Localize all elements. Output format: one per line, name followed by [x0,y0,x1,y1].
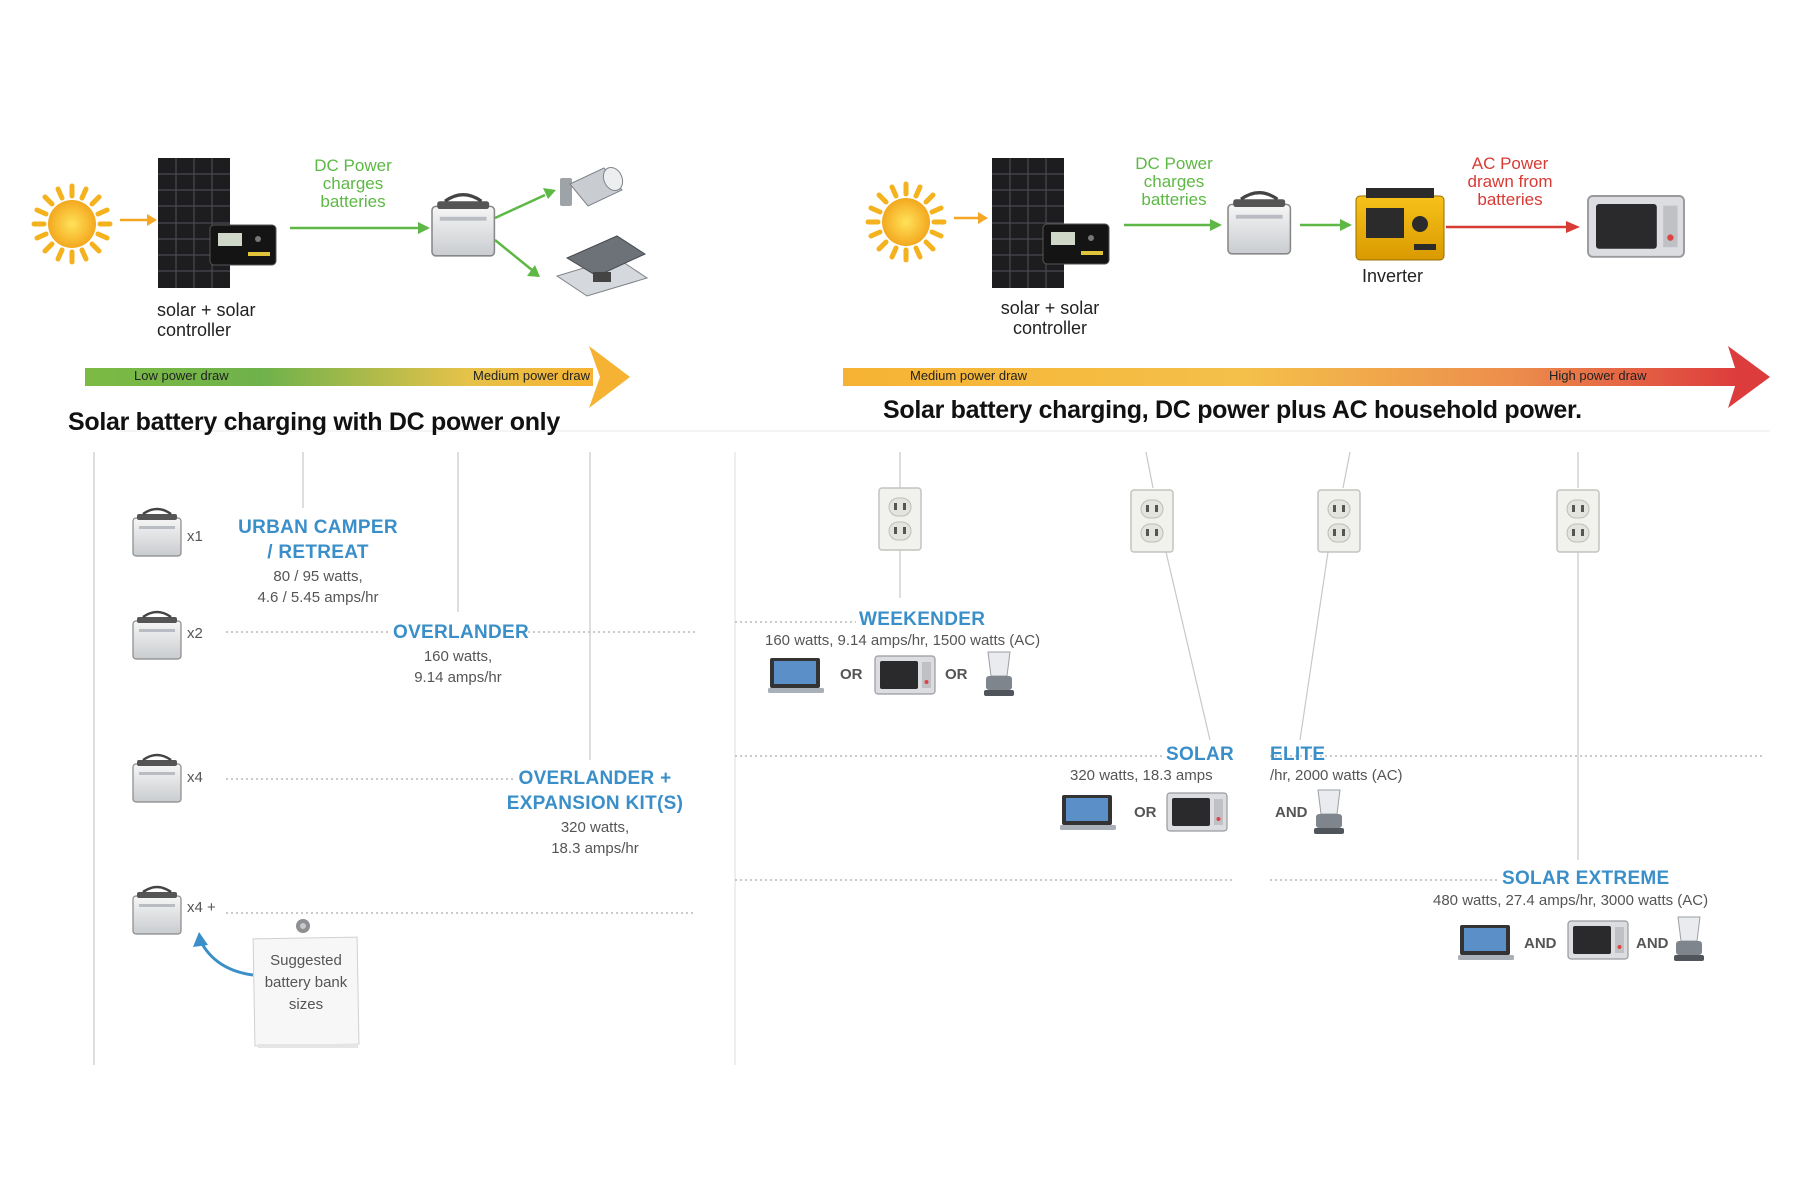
multiplier-x1: x1 [187,528,203,545]
multiplier-x4: x4 [187,769,203,786]
solar-extreme-and-2: AND [1636,935,1669,952]
battery-icon-x4plus [131,885,183,936]
outlet-icon-elite [1317,489,1361,553]
right-solar-panel-icon [991,157,1065,289]
elite-line-bottom [1299,551,1329,741]
battery-icon-x4 [131,753,183,804]
battery-icon-x2 [131,610,183,661]
blender-icon-extreme [1673,916,1705,962]
right-power-bar [843,346,1770,408]
left-power-bar [85,346,630,408]
left-solar-panel-icon [157,157,231,289]
note-arrow [198,939,254,977]
elite-name: ELITE [1270,744,1326,765]
right-solar-controller-icon [1042,223,1110,265]
solar-line-bottom [1165,551,1211,741]
outlet-icon-solar [1130,489,1174,553]
left-solar-controller-icon [209,224,277,266]
overlander-expansion-name: OVERLANDER + EXPANSION KIT(S) [506,768,684,814]
solar-name: SOLAR [1166,744,1234,765]
right-solar-caption: solar + solar controller [1000,298,1100,338]
elite-and: AND [1275,804,1308,821]
outlet-icon-extreme [1556,489,1600,553]
left-battery-icon [430,193,497,258]
weekender-specs: 160 watts, 9.14 amps/hr, 1500 watts (AC) [765,632,1041,649]
weekender-or-2: OR [945,666,968,683]
multiplier-x2: x2 [187,625,203,642]
microwave-icon-solar [1166,792,1228,832]
left-bar-medium-label: Medium power draw [473,368,591,383]
roof-vent-icon [555,235,649,297]
blender-icon-weekender [983,651,1015,697]
left-branch-arrow-down [494,239,533,271]
blender-icon-elite [1313,789,1345,835]
urban-camper-specs: 80 / 95 watts, 4.6 / 5.45 amps/hr [257,568,379,606]
right-sun-icon [868,184,944,260]
urban-camper-name: URBAN CAMPER / RETREAT [238,517,398,563]
left-panel-title: Solar battery charging with DC power onl… [68,408,560,436]
weekender-name: WEEKENDER [859,609,986,630]
right-dc-power-label: DC Power charges batteries [1135,154,1213,209]
note-text: Suggested battery bank sizes [264,952,348,1013]
outlet-icon-weekender [878,487,922,551]
microwave-icon-weekender [874,655,936,695]
pushpin-icon [296,919,310,933]
light-fixture-icon [560,166,624,207]
ac-power-label: AC Power drawn from batteries [1467,154,1553,209]
inverter-label: Inverter [1362,266,1424,286]
solar-specs: 320 watts, 18.3 amps [1070,767,1213,784]
weekender-or-1: OR [840,666,863,683]
battery-icon-x1 [131,507,183,558]
right-bar-high-label: High power draw [1549,368,1647,383]
laptop-icon-solar [1060,795,1116,830]
suggested-note-card [252,936,360,1048]
inverter-icon [1355,188,1445,261]
multiplier-x4plus: x4 + [187,899,216,916]
solar-line-top [1145,451,1154,489]
right-battery-icon [1226,191,1293,256]
overlander-name: OVERLANDER [393,622,530,643]
elite-line-top [1342,451,1351,489]
laptop-icon-extreme [1458,925,1514,960]
left-solar-caption: solar + solar controller [157,300,256,340]
left-dc-power-label: DC Power charges batteries [314,156,392,211]
microwave-icon-extreme [1567,920,1629,960]
solar-extreme-specs: 480 watts, 27.4 amps/hr, 3000 watts (AC) [1433,892,1709,909]
right-microwave-icon [1587,195,1685,258]
left-bar-low-label: Low power draw [134,368,229,383]
right-bar-medium-label: Medium power draw [910,368,1028,383]
left-sun-icon [34,186,110,262]
laptop-icon-weekender [768,658,824,693]
solar-or: OR [1134,804,1157,821]
solar-extreme-and-1: AND [1524,935,1557,952]
solar-extreme-name: SOLAR EXTREME [1502,868,1670,889]
overlander-specs: 160 watts, 9.14 amps/hr [414,648,502,686]
right-panel-title: Solar battery charging, DC power plus AC… [883,396,1582,424]
elite-specs: /hr, 2000 watts (AC) [1270,767,1403,784]
overlander-expansion-specs: 320 watts, 18.3 amps/hr [551,819,639,857]
left-branch-arrow-up [494,193,546,220]
